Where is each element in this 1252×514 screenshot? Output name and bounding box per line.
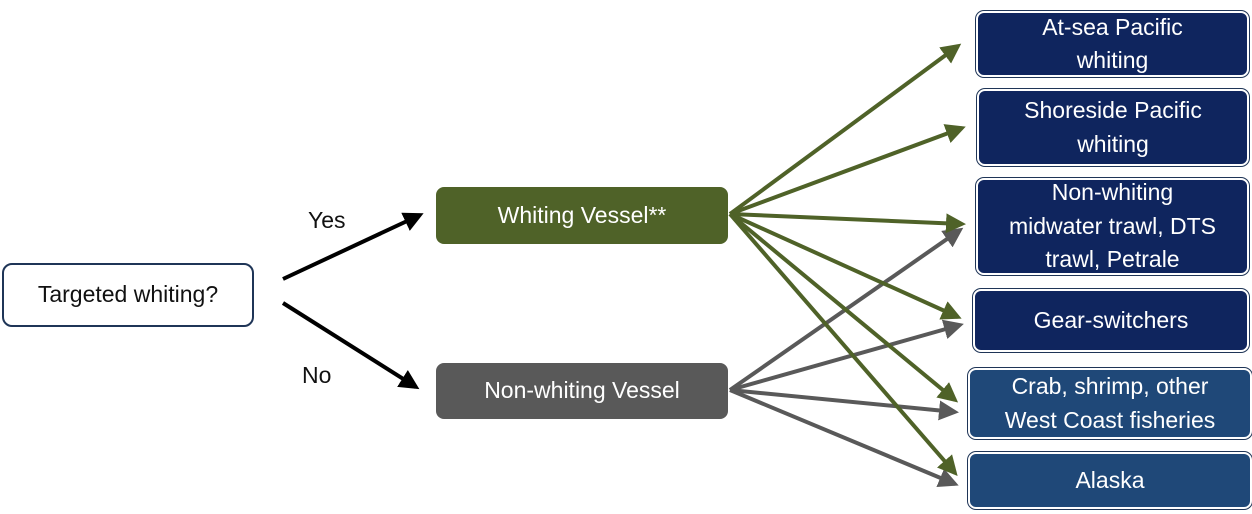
dest-line: whiting [1076, 47, 1149, 73]
dest-line: Shoreside Pacific [1024, 97, 1202, 124]
dest-line: Non-whiting [1051, 179, 1174, 206]
dest-line: West Coast fisheries [1004, 406, 1216, 433]
yes-arrow [282, 212, 424, 281]
dest-line: Crab, shrimp, other [1011, 373, 1209, 400]
no-label: No [302, 362, 332, 388]
non-whiting-vessel-label: Non-whiting Vessel [484, 377, 680, 404]
whiting-to-at-sea-arrow [728, 43, 962, 216]
dest-line: trawl, Petrale [1045, 246, 1180, 273]
targeted-whiting-decision: Targeted whiting? [2, 263, 254, 327]
yes-label: Yes [308, 207, 346, 233]
whiting-to-shoreside-arrow [729, 124, 966, 216]
non-whiting-to-gear-switchers-arrow [729, 319, 964, 392]
no-arrow [281, 301, 420, 390]
non-whiting-vessel-node: Non-whiting Vessel [436, 363, 728, 419]
dest-gear-switchers: Gear-switchers [973, 289, 1249, 352]
dest-line: midwater trawl, DTS [1008, 212, 1217, 239]
whiting-to-gear-switchers-arrow [729, 212, 962, 320]
dest-line: whiting [1077, 130, 1149, 157]
whiting-to-alaska-arrow [728, 212, 958, 477]
dest-line: At-sea Pacific [1042, 13, 1183, 40]
dest-non-whiting-midwater-trawl: Non-whiting midwater trawl, DTS trawl, P… [976, 178, 1249, 275]
whiting-to-non-whiting-midwater-arrow [729, 212, 966, 234]
dest-alaska: Alaska [968, 452, 1252, 509]
non-whiting-to-alaska-arrow [729, 388, 959, 488]
dest-crab-shrimp-other: Crab, shrimp, other West Coast fisheries [968, 368, 1252, 439]
dest-line: Gear-switchers [1033, 306, 1189, 333]
dest-shoreside-pacific-whiting: Shoreside Pacific whiting [977, 89, 1249, 166]
dest-at-sea-pacific-whiting: At-sea Pacific whiting [976, 11, 1249, 77]
whiting-vessel-node: Whiting Vessel** [436, 187, 728, 244]
decision-label: Targeted whiting? [37, 281, 219, 308]
whiting-to-crab-shrimp-arrow [728, 212, 959, 403]
dest-line: Alaska [1075, 466, 1145, 493]
whiting-vessel-label: Whiting Vessel** [497, 201, 667, 228]
non-whiting-to-crab-shrimp-arrow [729, 388, 959, 421]
